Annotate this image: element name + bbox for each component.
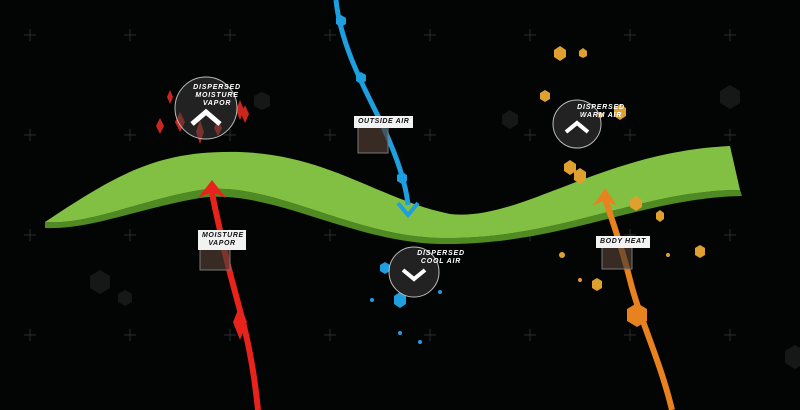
body-heat-label: BODY HEAT (596, 236, 650, 248)
chevron-up-icon (190, 108, 222, 126)
moisture-arrowhead-icon (198, 180, 226, 198)
warm-air-particles (540, 46, 705, 291)
membrane-front (45, 188, 742, 245)
dispersed-warm-air-label: DISPERSED WARM AIR (577, 104, 625, 119)
body-heat-hex-icon (627, 303, 647, 327)
chevron-up-icon (564, 120, 590, 134)
moisture-droplet-icon (233, 305, 247, 340)
dispersed-cool-circle (388, 246, 440, 298)
body-heat-arrow (602, 197, 675, 410)
hex-decor (90, 85, 800, 369)
membrane-top (45, 146, 740, 239)
moisture-vapor-arrow (209, 191, 261, 410)
outside-air-label: OUTSIDE AIR (354, 116, 414, 128)
dispersed-moisture-circle (174, 76, 238, 140)
outside-air-arrow (333, 0, 411, 206)
dispersed-warm-circle (552, 99, 602, 149)
body-heat-arrowhead-icon (593, 188, 617, 206)
moisture-vapor-label: MOISTURE VAPOR (198, 230, 246, 250)
dispersed-moisture-vapor-label: DISPERSED MOISTURE VAPOR (193, 84, 241, 107)
cool-air-arrowhead-icon (396, 201, 420, 219)
cool-air-particles (336, 15, 442, 344)
dispersed-cool-air-label: DISPERSED COOL AIR (417, 250, 465, 265)
chevron-down-icon (401, 268, 427, 282)
